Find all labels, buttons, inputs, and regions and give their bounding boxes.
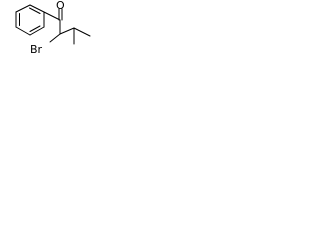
ring-double-bond-inner-2 [29, 25, 41, 32]
alpha-to-isopropyl-bond [59, 27, 75, 35]
alpha-to-bromine-bond [49, 33, 61, 43]
ring-double-bond-inner-1 [29, 7, 41, 14]
ring-bond-1 [15, 4, 31, 13]
oxygen-label: O [56, 0, 65, 12]
ring-bond-5 [15, 26, 31, 36]
benzene-ring [15, 4, 45, 36]
ring-bond-2 [29, 4, 45, 13]
ring-to-carbonyl-bond [43, 11, 61, 21]
ring-bond-4 [29, 26, 45, 36]
bromine-label: Br [30, 43, 43, 56]
isopropyl-methyl-up-bond [73, 27, 91, 37]
carbonyl-double-bond [58, 8, 63, 21]
skeletal-formula: O Br [15, 0, 91, 56]
